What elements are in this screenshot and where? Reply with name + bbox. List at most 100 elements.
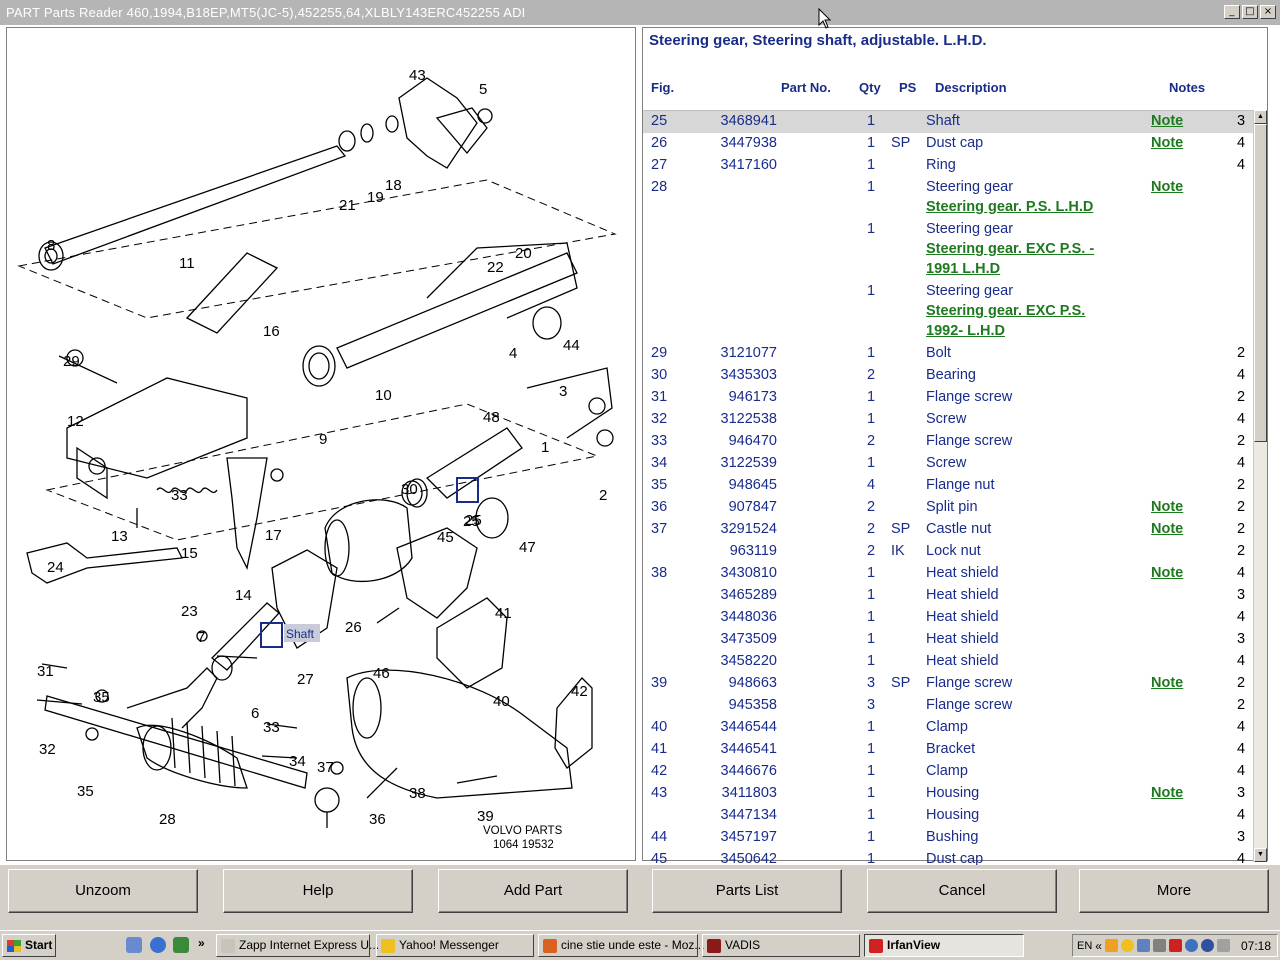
callout-number[interactable]: 44 — [563, 337, 580, 354]
minimize-button[interactable]: _ — [1224, 5, 1240, 19]
tray-disc-icon[interactable] — [1200, 939, 1214, 952]
callout-number[interactable]: 30 — [401, 481, 418, 498]
callout-number[interactable]: 20 — [515, 245, 532, 262]
callout-number[interactable]: 13 — [111, 528, 128, 545]
callout-number[interactable]: 11 — [179, 255, 195, 272]
tray-window-icon[interactable] — [1152, 939, 1166, 952]
callout-number[interactable]: 1 — [541, 439, 549, 456]
yahoo-tray-icon[interactable] — [1120, 939, 1134, 952]
cancel-button[interactable]: Cancel — [867, 869, 1057, 913]
callout-number[interactable]: 46 — [373, 665, 390, 682]
callout-number[interactable]: 21 — [339, 197, 356, 214]
callout-number[interactable]: 19 — [367, 189, 384, 206]
callout-number[interactable]: 25 — [463, 513, 480, 530]
media-icon[interactable] — [173, 937, 189, 953]
callout-number[interactable]: 2 — [599, 487, 607, 504]
callout-number[interactable]: 38 — [409, 785, 426, 802]
network-icon[interactable] — [1136, 939, 1150, 952]
callout-number[interactable]: 31 — [37, 663, 54, 680]
callout-number[interactable]: 29 — [63, 353, 80, 370]
callout-number[interactable]: 4 — [509, 345, 517, 362]
callout-number[interactable]: 12 — [67, 413, 84, 430]
callout-number[interactable]: 26 — [345, 619, 362, 636]
title-bar[interactable]: PART Parts Reader 460,1994,B18EP,MT5(JC-… — [0, 0, 1280, 25]
variant-link[interactable]: Steering gear. EXC P.S. -1991 L.H.D — [926, 239, 1136, 279]
taskbar-task[interactable]: IrfanView — [864, 934, 1024, 957]
callout-number[interactable]: 27 — [297, 671, 314, 688]
taskbar-task[interactable]: Yahoo! Messenger — [376, 934, 534, 957]
desktop-icon[interactable] — [126, 937, 142, 953]
callout-number[interactable]: 10 — [375, 387, 392, 404]
clock[interactable]: 07:18 — [1240, 938, 1271, 953]
callout-number[interactable]: 25 — [465, 512, 482, 529]
language-indicator[interactable]: EN — [1077, 939, 1093, 952]
add-part-button[interactable]: Add Part — [438, 869, 628, 913]
tray-tool-icon[interactable] — [1168, 939, 1182, 952]
note-link[interactable]: Note — [1151, 565, 1184, 581]
callout-number[interactable]: 23 — [181, 603, 198, 620]
exploded-diagram[interactable]: Shaft 4352119188112022164442910394811223… — [7, 28, 635, 860]
callout-number[interactable]: 22 — [487, 259, 504, 276]
callout-number[interactable]: 8 — [47, 237, 55, 254]
callout-number[interactable]: 6 — [251, 705, 259, 722]
callout-number[interactable]: 18 — [385, 177, 402, 194]
callout-number[interactable]: 7 — [197, 629, 205, 646]
parts-list-button[interactable]: Parts List — [652, 869, 842, 913]
note-link[interactable]: Note — [1151, 785, 1184, 801]
note-link[interactable]: Note — [1151, 675, 1184, 691]
callout-number[interactable]: 16 — [263, 323, 280, 340]
callout-number[interactable]: 43 — [409, 67, 426, 84]
note-link[interactable]: Note — [1151, 135, 1184, 151]
tray-app-icon[interactable] — [1104, 939, 1118, 952]
callout-number[interactable]: 32 — [39, 741, 56, 758]
unzoom-button[interactable]: Unzoom — [8, 869, 198, 913]
close-button[interactable]: × — [1260, 5, 1276, 19]
scroll-thumb[interactable] — [1254, 124, 1267, 442]
help-button[interactable]: Help — [223, 869, 413, 913]
callout-number[interactable]: 17 — [265, 527, 282, 544]
note-link[interactable]: Note — [1151, 499, 1184, 515]
bluetooth-icon[interactable] — [1184, 939, 1198, 952]
callout-number[interactable]: 48 — [483, 409, 500, 426]
callout-box-25[interactable] — [456, 477, 479, 503]
scroll-up-icon[interactable]: ▲ — [1254, 110, 1267, 124]
note-link[interactable]: Note — [1151, 179, 1184, 195]
callout-number[interactable]: 35 — [93, 689, 110, 706]
callout-number[interactable]: 41 — [495, 605, 512, 622]
taskbar-task[interactable]: Zapp Internet Express U... — [216, 934, 379, 957]
callout-number[interactable]: 45 — [437, 529, 454, 546]
callout-box-25b[interactable] — [260, 622, 283, 648]
more-button[interactable]: More — [1079, 869, 1269, 913]
callout-number[interactable]: 24 — [47, 559, 64, 576]
taskbar-task[interactable]: VADIS — [702, 934, 860, 957]
callout-number[interactable]: 42 — [571, 683, 588, 700]
callout-number[interactable]: 9 — [319, 431, 327, 448]
callout-number[interactable]: 36 — [369, 811, 386, 828]
tray-expand-icon[interactable]: « — [1095, 938, 1102, 953]
callout-number[interactable]: 15 — [181, 545, 198, 562]
